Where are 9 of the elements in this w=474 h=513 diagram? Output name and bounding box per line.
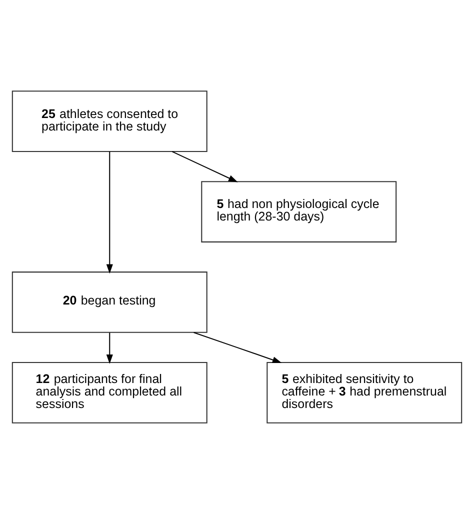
arrow [106, 150, 113, 274]
node-box: 25 athletes consented to participate in the study [12, 90, 208, 152]
node-box: 20 began testing [12, 271, 208, 332]
node-box: 5 exhibited sensitivity to caffeine + 3 had premenstrual disorders [266, 362, 462, 423]
arrow [194, 331, 282, 363]
node-box: 12 participants for final analysis and completed all sessions [12, 362, 208, 423]
node-box: 5 had non physiological cycle length (28-30 days) [201, 180, 397, 242]
arrow [106, 332, 113, 364]
arrow [172, 150, 238, 182]
